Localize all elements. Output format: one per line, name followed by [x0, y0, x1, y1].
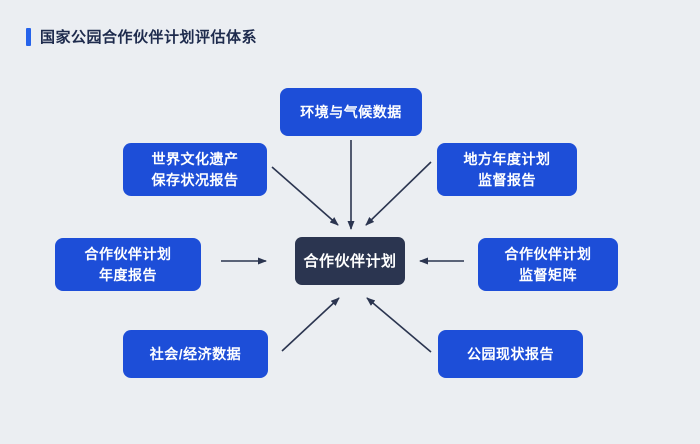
node-label-line: 世界文化遗产 [151, 150, 239, 167]
header: 国家公园合作伙伴计划评估体系 [26, 26, 257, 47]
node-label-line: 合作伙伴计划 [303, 252, 397, 270]
node-label-line: 合作伙伴计划 [504, 245, 592, 262]
node-label-line: 公园现状报告 [467, 345, 554, 362]
node-label-line: 监督报告 [478, 171, 536, 188]
arrow-park-to-center [366, 297, 432, 353]
node-label-line: 社会/经济数据 [149, 345, 242, 362]
page-title: 国家公园合作伙伴计划评估体系 [40, 29, 258, 46]
node-world-heritage-report: 世界文化遗产 保存状况报告 [123, 143, 267, 196]
node-label-line: 保存状况报告 [151, 171, 239, 188]
node-env-climate-data: 环境与气候数据 [280, 88, 422, 136]
title-accent-bar [26, 27, 31, 46]
arrow-local-to-center [365, 161, 432, 226]
arrow-heritage-to-center [271, 166, 339, 226]
node-partner-supervision-matrix: 合作伙伴计划 监督矩阵 [478, 238, 618, 291]
node-label-line: 环境与气候数据 [300, 103, 402, 120]
node-label-line: 年度报告 [99, 266, 157, 283]
node-social-economic-data: 社会/经济数据 [123, 330, 268, 378]
arrow-social-to-center [281, 297, 340, 352]
node-label-line: 监督矩阵 [519, 266, 577, 283]
node-park-status-report: 公园现状报告 [438, 330, 583, 378]
node-label-line: 地方年度计划 [463, 150, 551, 167]
node-label-line: 合作伙伴计划 [84, 245, 172, 262]
node-partner-annual-report: 合作伙伴计划 年度报告 [55, 238, 201, 291]
node-local-annual-plan-report: 地方年度计划 监督报告 [437, 143, 577, 196]
node-partner-program-center: 合作伙伴计划 [295, 237, 405, 285]
